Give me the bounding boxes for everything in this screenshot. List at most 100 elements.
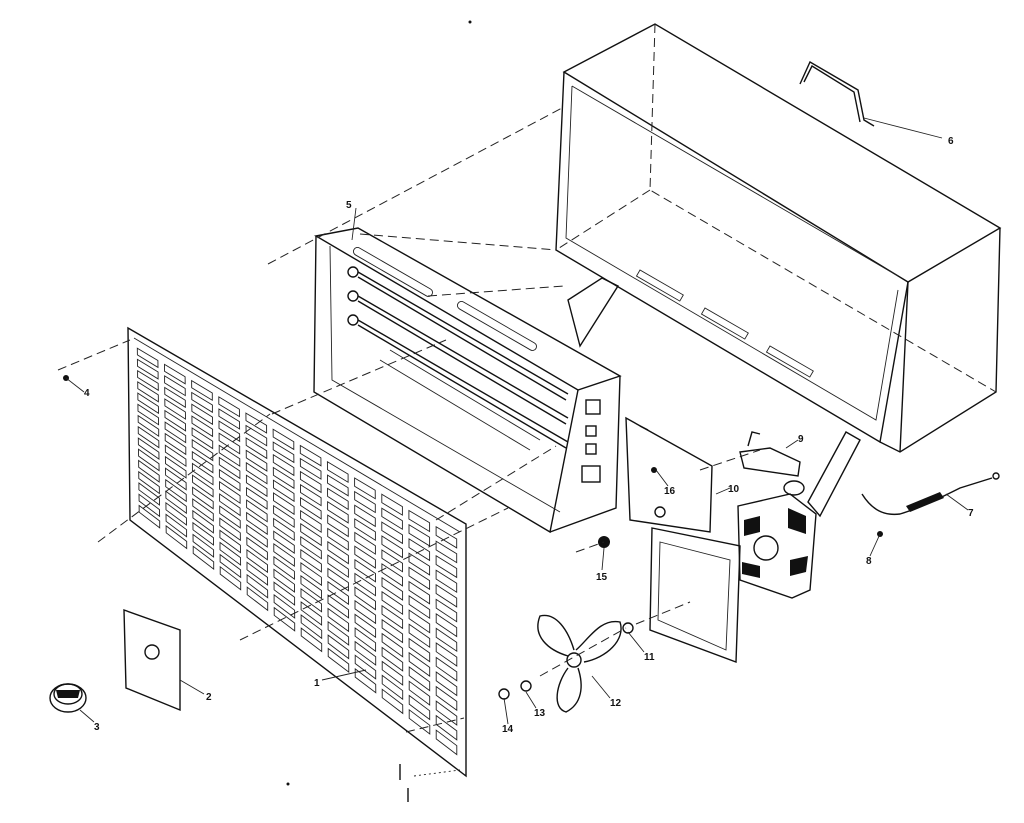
grille-louver <box>435 685 458 712</box>
grille-louver <box>354 572 376 597</box>
grille-louver <box>219 517 241 542</box>
grille-louver <box>354 558 376 583</box>
grille-louver <box>164 409 187 432</box>
grille-louver <box>299 444 322 467</box>
grille-louver <box>435 613 458 638</box>
grille-louver <box>218 456 241 480</box>
grille-louver <box>381 604 404 630</box>
grille-louver <box>408 623 431 649</box>
grille-louver <box>381 535 403 559</box>
motor-bracket <box>625 416 741 663</box>
grille-louver <box>165 513 188 538</box>
grille-louver <box>165 501 187 526</box>
grille-louver <box>219 480 241 505</box>
callout-14: 14 <box>502 724 514 735</box>
grille-louver <box>218 444 241 467</box>
grille-louver <box>165 524 188 550</box>
grille-louver <box>137 425 160 449</box>
leader-lines <box>65 117 969 725</box>
grille-louver <box>191 462 214 486</box>
grille-louver <box>354 654 377 680</box>
grille-louver <box>408 609 431 634</box>
callout-4: 4 <box>84 388 90 399</box>
mounting-plate <box>123 608 181 712</box>
grille-louver <box>246 486 268 510</box>
grille-louver <box>191 438 214 462</box>
grille-louver <box>245 461 268 485</box>
grille-louver <box>218 408 241 430</box>
control-knob <box>49 683 87 713</box>
grille-louver <box>192 521 214 546</box>
grille-louver <box>272 479 295 503</box>
grille-louver <box>164 398 186 420</box>
grille-louver <box>272 428 295 451</box>
callout-15: 15 <box>596 572 608 583</box>
grille-louver <box>246 586 269 612</box>
grille-louver <box>300 483 322 507</box>
grille-louver <box>219 505 241 529</box>
grille-louver <box>137 403 160 426</box>
grille-louver <box>435 642 458 667</box>
callout-7: 7 <box>968 508 974 519</box>
callout-2: 2 <box>206 692 212 703</box>
grille-louver <box>381 632 404 658</box>
grille-louver <box>138 470 160 495</box>
heater-chassis <box>313 227 622 534</box>
grille-louver <box>192 545 215 571</box>
grille-louver <box>300 588 323 613</box>
grille-louver <box>327 487 349 511</box>
grille-louver <box>327 567 349 592</box>
grille-louver <box>219 529 241 554</box>
callout-3: 3 <box>94 722 100 733</box>
stray-marks <box>286 20 472 802</box>
grille-louver <box>327 594 350 619</box>
grille-louver <box>408 509 431 533</box>
grille-louver <box>300 548 322 573</box>
grille-louver <box>273 606 296 632</box>
grille-louver <box>273 492 295 516</box>
grille-louver <box>246 499 268 523</box>
grille-louver <box>435 671 458 697</box>
grille-louver <box>192 509 214 534</box>
grille-louver <box>164 421 187 444</box>
grille-louver <box>381 493 403 516</box>
callout-8: 8 <box>866 556 872 567</box>
thermostat-switch <box>739 431 805 496</box>
grille-louver <box>273 504 295 529</box>
grille-louvers <box>136 347 458 756</box>
grille-louver <box>327 620 350 646</box>
front-grille <box>127 326 467 778</box>
grille-louver <box>272 466 295 490</box>
grille-louver <box>245 437 268 460</box>
grille-louver <box>354 586 376 611</box>
cabinet-handle <box>799 61 875 127</box>
grille-louver <box>165 478 187 503</box>
grille-louver <box>435 569 458 594</box>
grille-louver <box>299 470 322 494</box>
grille-louver <box>218 468 241 492</box>
grille-louver <box>381 660 404 686</box>
grille-louver <box>300 627 323 653</box>
grille-louver <box>300 562 322 587</box>
grille-louver <box>435 598 458 623</box>
callout-10: 10 <box>728 484 740 495</box>
grille-louver <box>165 467 187 491</box>
grille-louver <box>300 496 322 520</box>
grille-louver <box>300 535 322 560</box>
grille-louver <box>408 552 431 576</box>
grille-louver <box>435 540 458 564</box>
grille-louver <box>327 580 349 606</box>
fan-blade <box>537 614 622 713</box>
grille-louver <box>326 461 349 483</box>
grille-louver <box>327 527 349 551</box>
callout-11: 11 <box>644 652 655 663</box>
grille-louver <box>191 427 214 450</box>
grille-louver <box>408 651 431 677</box>
grille-louver <box>408 523 431 547</box>
grille-louver <box>354 545 376 569</box>
grille-louver <box>354 531 376 555</box>
grille-louver <box>136 347 159 369</box>
grille-louver <box>165 490 187 515</box>
grille-louver <box>246 549 268 574</box>
alignment-lines <box>57 107 761 733</box>
